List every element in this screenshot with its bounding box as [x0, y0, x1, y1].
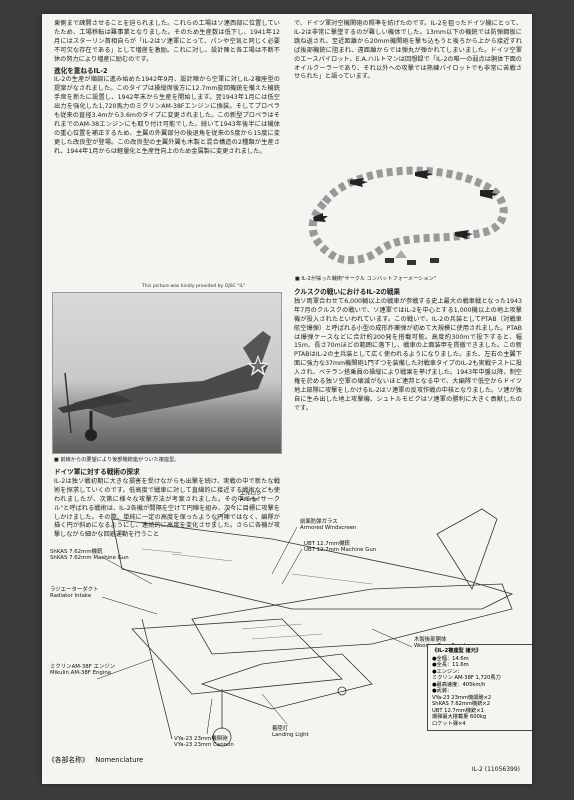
right-column-top: で、ドイツ軍対空機関砲の照準を妨げたのです。IL-2を狙ったドイツ機にとって、I…: [294, 20, 522, 82]
spec-line: ●エンジン：: [432, 668, 463, 675]
intro-paragraph: 東側まで疎開させることを迫られました。これらの工場はソ連西部に位置していたため、…: [54, 20, 280, 63]
photo-caption: 前線からの要望により後部機銃座がついた複座型。: [54, 456, 179, 463]
diagram-caption: IL-2が採った戦術"サークル コンバットフォーメーション": [295, 275, 436, 282]
spec-line: ShKAS 7.62mm機銃×2: [432, 701, 491, 707]
spec-line: UBT 12.7mm機銃×1: [432, 707, 484, 714]
spec-line: ●最高速度：405km/h: [432, 681, 486, 688]
spec-line: VYa-23 23mm機関砲×2: [432, 694, 492, 701]
aircraft-photo: [52, 292, 282, 454]
spec-line: ロケット弾×4: [432, 720, 466, 727]
instruction-page: 東側まで疎開させることを迫られました。これらの工場はソ連西部に位置していたため、…: [42, 14, 532, 784]
right-column-bottom: クルスクの戦いにおけるIL-2の戦果 独ソ両軍合わせて6,000輌以上の戦車が参…: [294, 286, 522, 414]
specs-box: 《IL-2複座型 諸元》 ●全幅：14.6m ●全長：11.6m ●エンジン： …: [427, 644, 532, 731]
heading-kursk: クルスクの戦いにおけるIL-2の戦果: [294, 288, 401, 296]
specs-title: 《IL-2複座型 諸元》: [432, 648, 482, 654]
nomenclature-title: 《各部名称》 Nomenclature: [48, 756, 144, 764]
spec-line: ●武装：: [432, 688, 453, 694]
heading-tactics: ドイツ軍に対する戦術の探求: [54, 468, 140, 476]
circle-formation-diagram: [295, 162, 521, 274]
spec-line: 爆弾最大搭載量 600kg: [432, 714, 487, 720]
kursk-paragraph: 独ソ両軍合わせて6,000輌以上の戦車が参戦する史上最大の戦車戦となった1943…: [294, 297, 522, 412]
page-number: IL-2 (11056399): [471, 766, 520, 773]
defense-paragraph: で、ドイツ軍対空機関砲の照準を妨げたのです。IL-2を狙ったドイツ機にとって、I…: [294, 20, 522, 81]
evolution-paragraph: IL-2の生産が順調に進み始めた1942年9月、設計陣から空軍に対しIL-2複座…: [54, 76, 280, 155]
left-column: 東側まで疎開させることを迫られました。これらの工場はソ連西部に位置していたため、…: [54, 20, 280, 157]
spec-line: ●全幅：14.6m: [432, 655, 469, 662]
spec-line: ●全長：11.6m: [432, 662, 469, 668]
photo-credit: This picture was kindly provided by OJSC…: [142, 284, 246, 289]
spec-line: ミクリン AM-38F 1,720馬力: [432, 675, 501, 681]
heading-evolution: 進化を重ねるIL-2: [54, 66, 108, 75]
